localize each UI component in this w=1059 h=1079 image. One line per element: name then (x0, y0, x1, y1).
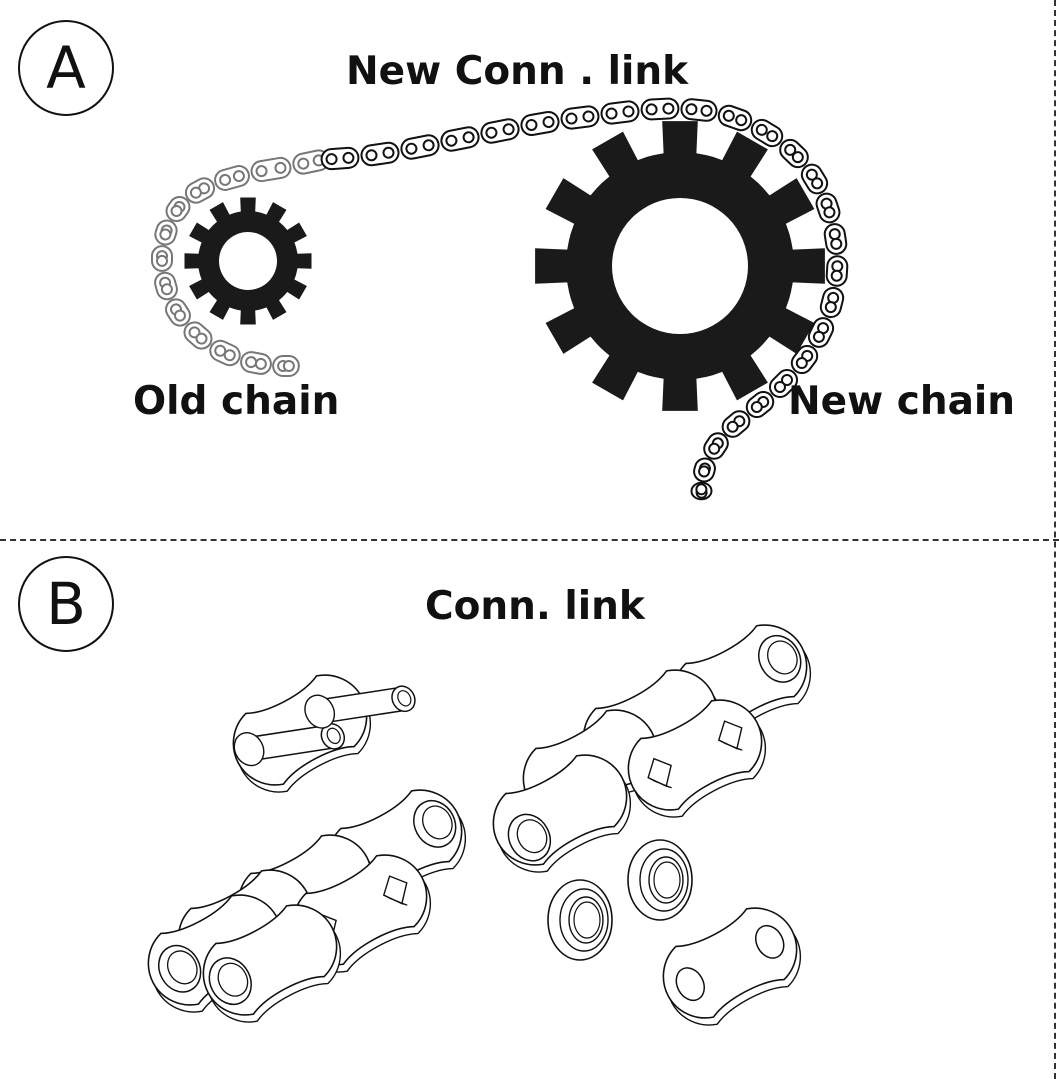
new-chain-link (690, 481, 713, 501)
old-chain-link (183, 321, 213, 350)
old-chain-link (165, 298, 191, 327)
panel-b-diagram (133, 611, 826, 1040)
new-chain-link (745, 390, 775, 419)
new-chain-link (721, 410, 751, 438)
new-chain (320, 97, 849, 501)
new-chain-link (717, 104, 753, 132)
new-chain-link (680, 98, 718, 122)
old-chain-link (154, 219, 178, 246)
new-chain-link (400, 134, 440, 160)
small-sprocket (184, 197, 312, 325)
new-chain-link (693, 457, 716, 483)
o-ring-1 (547, 879, 613, 961)
new-chain-link (480, 118, 520, 144)
old-chain (151, 149, 330, 377)
new-chain-link (823, 223, 848, 255)
new-chain-link (819, 286, 845, 319)
new-chain-link (440, 126, 480, 152)
new-chain-link (560, 105, 600, 130)
old-chain-link (154, 271, 178, 301)
new-chain-label: New chain (788, 379, 1016, 424)
panel-b: B Conn. link (0, 540, 1059, 1079)
old-chain-link (272, 355, 300, 377)
new-chain-link (790, 344, 819, 375)
old-chain-link (165, 195, 191, 223)
old-chain-link (151, 245, 173, 272)
new-chain-link (807, 317, 835, 348)
new-chain-link (750, 118, 784, 148)
new-chain-link (703, 432, 729, 460)
old-chain-link (209, 339, 241, 367)
old-chain-link (240, 351, 272, 375)
new-chain-link (768, 368, 799, 399)
new-chain-link (800, 163, 829, 195)
large-sprocket (535, 121, 825, 411)
old-chain-link (214, 165, 250, 191)
old-chain-link (184, 177, 216, 204)
panel-a-badge: A (18, 20, 114, 116)
connecting-link-side-plate (648, 894, 816, 1040)
new-chain-link (825, 255, 849, 287)
connecting-link-pin-plate (218, 661, 416, 807)
o-ring-2 (627, 839, 693, 921)
new-chain-link (815, 192, 841, 224)
new-chain-link (320, 146, 360, 171)
old-chain-link (250, 156, 292, 183)
panel-a-diagram (151, 97, 849, 501)
new-chain-link (360, 141, 400, 167)
old-chain-label: Old chain (133, 379, 340, 424)
new-chain-link (640, 97, 680, 121)
panel-b-badge: B (18, 556, 114, 652)
panel-a: A New Conn . link Old chain New chain (18, 20, 1016, 501)
conn-link-label: Conn. link (425, 584, 645, 629)
chain-segment-left (133, 776, 481, 1037)
new-chain-link (779, 138, 809, 169)
new-chain-link (520, 111, 560, 136)
panel-divider-vertical (1054, 0, 1056, 1079)
panel-divider-horizontal (0, 539, 1059, 541)
new-conn-link-label: New Conn . link (346, 49, 689, 94)
new-chain-link (600, 100, 640, 125)
